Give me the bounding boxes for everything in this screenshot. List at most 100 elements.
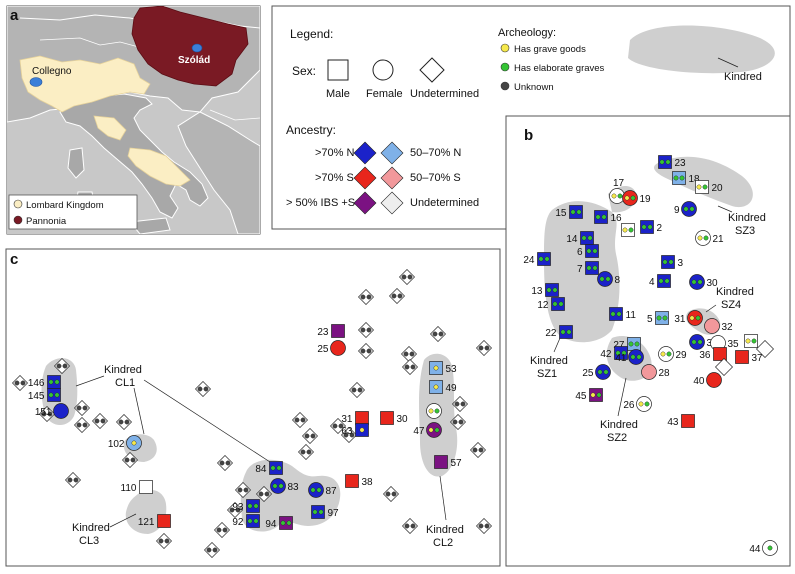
- legend-kindred-blob: [628, 25, 775, 74]
- individual-label: 7: [577, 264, 583, 275]
- archeology-dot: [366, 327, 372, 333]
- individual-6-male: [585, 244, 599, 258]
- archeology-dot: [438, 331, 444, 337]
- individual-unlabeled-undetermined: [292, 412, 308, 428]
- individual-12-male: [551, 297, 565, 311]
- individual-label: 36: [699, 350, 711, 361]
- individual-unlabeled-undetermined: [39, 406, 55, 422]
- individual-label: 28: [659, 368, 671, 379]
- archeology-dot: [673, 175, 679, 181]
- individual-110-male: [139, 480, 153, 494]
- individual-22-male: [559, 325, 573, 339]
- archeology-dot: [570, 209, 576, 215]
- individual-32-female: [704, 318, 720, 334]
- archeology-dot: [403, 351, 409, 357]
- individual-unlabeled-undetermined: [74, 400, 90, 416]
- legend-archeology-label: Archeology:: [498, 27, 556, 39]
- individual-4-male: [657, 274, 671, 288]
- archeology-dot: [357, 387, 363, 393]
- archeology-dot: [478, 447, 484, 453]
- archeology-dot: [82, 422, 88, 428]
- archeology-dot: [385, 491, 391, 497]
- individual-label: 94: [265, 519, 277, 530]
- archeology-dot: [278, 483, 284, 489]
- panel-c-unlabeled-nodes: [12, 269, 492, 558]
- legend-title: Legend:: [290, 27, 333, 41]
- archeology-dot: [478, 523, 484, 529]
- legend-anc-ibs: > 50% IBS +S: [286, 197, 355, 209]
- individual-label: 49: [446, 383, 458, 394]
- pannonia-region: [131, 6, 249, 87]
- archeology-dot: [229, 507, 235, 513]
- archeology-dot: [312, 509, 318, 515]
- archeology-dot: [751, 338, 757, 344]
- individual-47-female: [426, 422, 442, 438]
- individual-45-male: [589, 388, 603, 402]
- individual-label: 15: [555, 208, 567, 219]
- archeology-dot: [306, 449, 312, 455]
- archeology-dot: [366, 348, 372, 354]
- lombard-kingdom-north: [19, 55, 151, 113]
- archeology-dot: [404, 364, 410, 370]
- archeology-dot: [118, 419, 124, 425]
- individual-label: 25: [582, 368, 594, 379]
- individual-unlabeled-undetermined: [195, 381, 211, 397]
- individual-31-male: [355, 411, 369, 425]
- individual-label: 4: [649, 277, 655, 288]
- individual-label: 83: [288, 482, 300, 493]
- individual-unlabeled-undetermined: [452, 396, 468, 412]
- archeology-dot: [237, 487, 243, 493]
- archeology-dot: [587, 235, 593, 241]
- individual-unlabeled-female: [426, 403, 442, 419]
- individual-label: 23: [317, 327, 329, 338]
- individual-label: 41: [615, 353, 627, 364]
- individual-5-male: [655, 311, 669, 325]
- archeology-dot: [484, 523, 490, 529]
- archeology-dot: [644, 401, 650, 407]
- archeology-dot: [538, 256, 544, 262]
- individual-label: 22: [545, 328, 557, 339]
- archeology-dot: [235, 507, 241, 513]
- individual-19-female: [622, 190, 638, 206]
- archeology-dot: [691, 339, 697, 345]
- legend-anc-s70: >70% S: [315, 172, 354, 184]
- individual-92-male: [246, 514, 260, 528]
- legend-anc-n5070: 50–70% N: [410, 147, 461, 159]
- individual-unlabeled-undetermined: [12, 375, 28, 391]
- individual-unlabeled-undetermined: [227, 502, 243, 518]
- individual-57-male: [434, 455, 448, 469]
- individual-label: 38: [362, 477, 374, 488]
- individual-unlabeled-undetermined: [74, 417, 90, 433]
- individual-label: 13: [531, 286, 543, 297]
- archeology-dot: [206, 547, 212, 553]
- archeology-dot: [617, 193, 623, 199]
- archeology-dot: [310, 487, 316, 493]
- archeology-dot: [624, 195, 630, 201]
- archeology-dot: [391, 293, 397, 299]
- individual-26-female: [636, 396, 652, 412]
- individual-label: 11: [626, 310, 637, 321]
- individual-unlabeled-undetermined: [204, 542, 220, 558]
- individual-label: 43: [667, 417, 679, 428]
- individual-unlabeled-undetermined: [298, 444, 314, 460]
- individual-23-male: [331, 324, 345, 338]
- individual-label: 37: [752, 353, 764, 364]
- archeology-dot: [581, 235, 587, 241]
- individual-label: 6: [577, 247, 583, 258]
- individual-unlabeled-undetermined: [450, 414, 466, 430]
- individual-label: 87: [326, 486, 338, 497]
- individual-38-male: [345, 474, 359, 488]
- individual-unlabeled-undetermined: [341, 427, 357, 443]
- individual-25-female: [330, 340, 346, 356]
- szolad-label: Szólád: [178, 55, 210, 66]
- archeology-dot: [158, 538, 164, 544]
- legend-male-label: Male: [326, 88, 350, 100]
- individual-2-male: [640, 220, 654, 234]
- archeology-dot: [668, 259, 674, 265]
- individual-label: 30: [397, 414, 409, 425]
- individual-unlabeled-undetermined: [430, 326, 446, 342]
